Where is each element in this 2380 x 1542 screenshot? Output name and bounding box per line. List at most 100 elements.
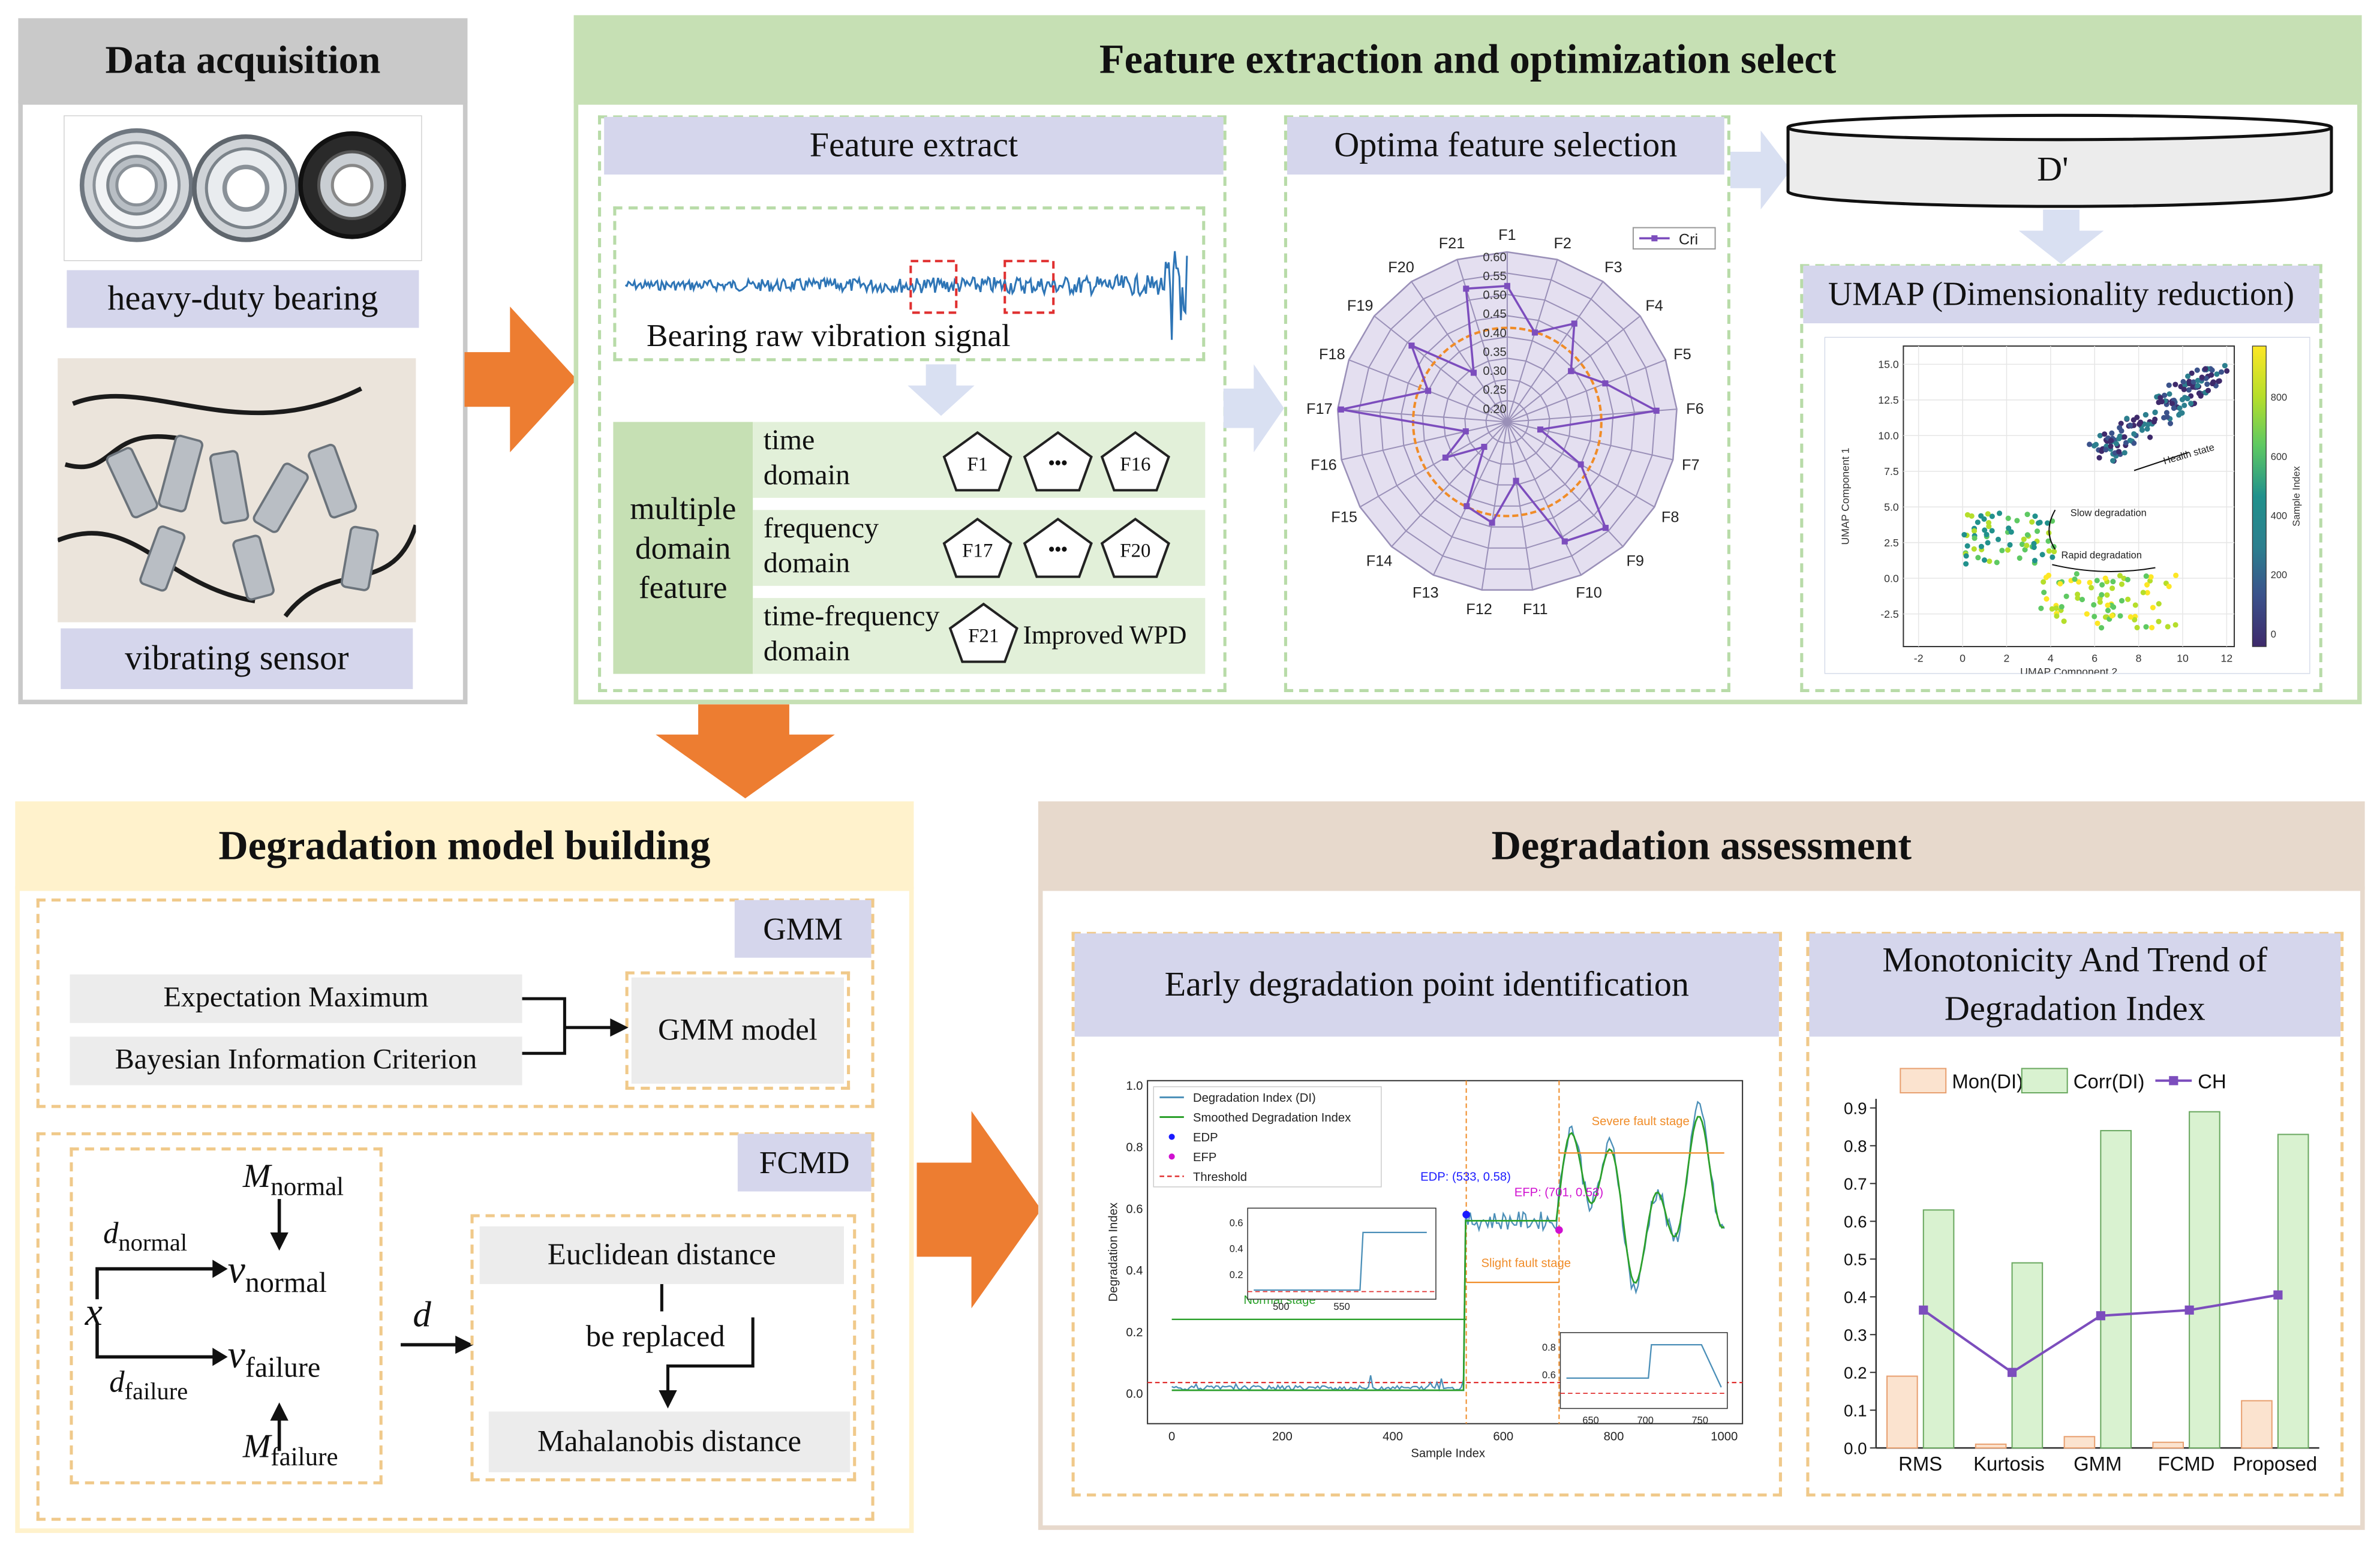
pentagon-f17 <box>942 517 1012 578</box>
mono-bar-mon <box>2241 1400 2273 1449</box>
umap-ytick: 12.5 <box>1878 394 1899 406</box>
umap-point-rapid <box>2057 581 2063 587</box>
umap-ytick: 0.0 <box>1884 572 1899 584</box>
di-smoothed-line <box>1171 1116 1725 1391</box>
umap-point-health <box>2127 437 2133 443</box>
umap-point-health <box>2167 420 2174 426</box>
bearing-label: heavy-duty bearing <box>67 270 419 328</box>
radar-ring-label: 0.50 <box>1483 289 1506 302</box>
umap-cbar-label: Sample Index <box>2291 465 2302 526</box>
di-xtick: 200 <box>1272 1430 1293 1444</box>
umap-slow-label: Slow degradation <box>2071 507 2147 518</box>
radar-series-point <box>1577 461 1584 468</box>
umap-point-rapid <box>2087 579 2093 585</box>
umap-point-rapid <box>2079 597 2085 603</box>
umap-point-slow <box>1971 546 1977 552</box>
mono-bar-mon <box>1886 1375 1918 1449</box>
umap-point-slow <box>2037 519 2043 525</box>
m-normal-sub: normal <box>271 1172 344 1201</box>
di-inset-1-xtick: 500 <box>1273 1301 1289 1312</box>
radar-axis-label: F12 <box>1466 601 1492 618</box>
umap-point-health <box>2177 405 2183 411</box>
umap-ytick: -2.5 <box>1880 608 1899 620</box>
replaced-label: be replaced <box>585 1320 725 1354</box>
radar-axis-label: F18 <box>1319 346 1345 363</box>
mono-ch-point <box>2007 1367 2017 1377</box>
radar-series-point <box>1571 320 1577 327</box>
radar-axis-label: F13 <box>1413 584 1439 601</box>
sensor-label: vibrating sensor <box>61 628 413 689</box>
radar-grid-ring <box>1337 251 1678 591</box>
radar-axis-label: F6 <box>1686 401 1704 417</box>
umap-point-rapid <box>2156 618 2162 624</box>
gmm-model-box: GMM model <box>631 977 845 1084</box>
umap-point-slow <box>1987 558 1993 564</box>
umap-ytick: 2.5 <box>1884 537 1899 549</box>
umap-point-health <box>2096 455 2102 461</box>
mono-ch-point <box>2096 1311 2105 1321</box>
pentagon-dots-2 <box>1023 517 1093 578</box>
early-title: Early degradation point identification <box>1074 933 1779 1037</box>
fcmd-tag: FCMD <box>737 1134 872 1192</box>
feature-pentagons: F1 ••• F16 F17 ••• F20 F21 <box>942 431 1170 663</box>
umap-point-rapid <box>2049 606 2055 612</box>
domain-label-frequency: frequency domain <box>763 513 879 580</box>
umap-point-health <box>2118 420 2124 426</box>
umap-point-slow <box>1964 543 1970 549</box>
radar-series-point <box>1463 285 1470 292</box>
pentagon-f1 <box>942 431 1012 492</box>
umap-point-rapid <box>2063 593 2069 599</box>
mono-legend-swatch <box>1900 1068 1947 1094</box>
radar-series-point <box>1481 443 1488 450</box>
d-normal-sub: normal <box>118 1231 188 1257</box>
umap-point-slow <box>2021 536 2027 542</box>
radar-grid-ring <box>1379 293 1635 549</box>
umap-point-health <box>2214 371 2220 377</box>
umap-ytick: 5.0 <box>1884 501 1899 513</box>
replace-arrow <box>659 1284 755 1409</box>
di-legend-label: EDP <box>1193 1131 1218 1144</box>
di-legend-label: EFP <box>1193 1151 1216 1164</box>
radar-grid-ring <box>1443 357 1571 486</box>
umap-point-rapid <box>2075 595 2081 601</box>
umap-point-health <box>2163 410 2169 416</box>
umap-point-health <box>2195 383 2201 389</box>
umap-ylabel: UMAP Component 1 <box>1839 447 1851 545</box>
radar-spoke <box>1506 259 1558 422</box>
mono-ytick: 0.1 <box>1844 1401 1867 1420</box>
di-inset-1-ytick: 0.4 <box>1230 1244 1243 1255</box>
umap-point-health <box>2204 381 2210 387</box>
mahalanobis-box: Mahalanobis distance <box>488 1411 851 1472</box>
umap-ytick: 7.5 <box>1884 465 1899 477</box>
umap-point-slow <box>1964 512 1970 518</box>
radar-spoke <box>1481 422 1508 590</box>
pentagon-f21-text: F21 <box>968 625 999 647</box>
umap-point-health <box>2205 387 2211 393</box>
umap-point-health <box>2177 411 2183 417</box>
umap-ctick: 400 <box>2271 510 2287 521</box>
pentagon-f16 <box>1100 431 1170 492</box>
pentagon-f20-text: F20 <box>1120 540 1150 562</box>
di-legend-label: Threshold <box>1193 1171 1247 1184</box>
umap-point-health <box>2103 447 2109 453</box>
radar-series-point <box>1442 454 1449 461</box>
umap-point-slow <box>1985 511 1991 517</box>
di-edp-point <box>1462 1210 1470 1219</box>
radar-spoke <box>1338 408 1507 423</box>
radar-axis-label: F1 <box>1498 227 1516 244</box>
euclidean-box: Euclidean distance <box>479 1226 845 1284</box>
d-normal-symbol: dnormal <box>103 1218 187 1258</box>
radar-grid-ring <box>1401 315 1614 528</box>
umap-point-rapid <box>2044 596 2050 602</box>
di-inset-1-xtick: 550 <box>1333 1301 1350 1312</box>
feature-title: Feature extraction and optimization sele… <box>573 15 2362 104</box>
umap-point-rapid <box>2132 617 2138 623</box>
di-inset-2-xtick: 700 <box>1637 1415 1653 1426</box>
umap-point-slow <box>1978 543 1985 549</box>
di-legend-label: Smoothed Degradation Index <box>1193 1111 1351 1125</box>
radar-axis-label: F21 <box>1439 235 1465 252</box>
umap-point-health <box>2164 414 2170 420</box>
radar-series-point <box>1462 428 1469 435</box>
mono-xtick: GMM <box>2074 1453 2121 1475</box>
